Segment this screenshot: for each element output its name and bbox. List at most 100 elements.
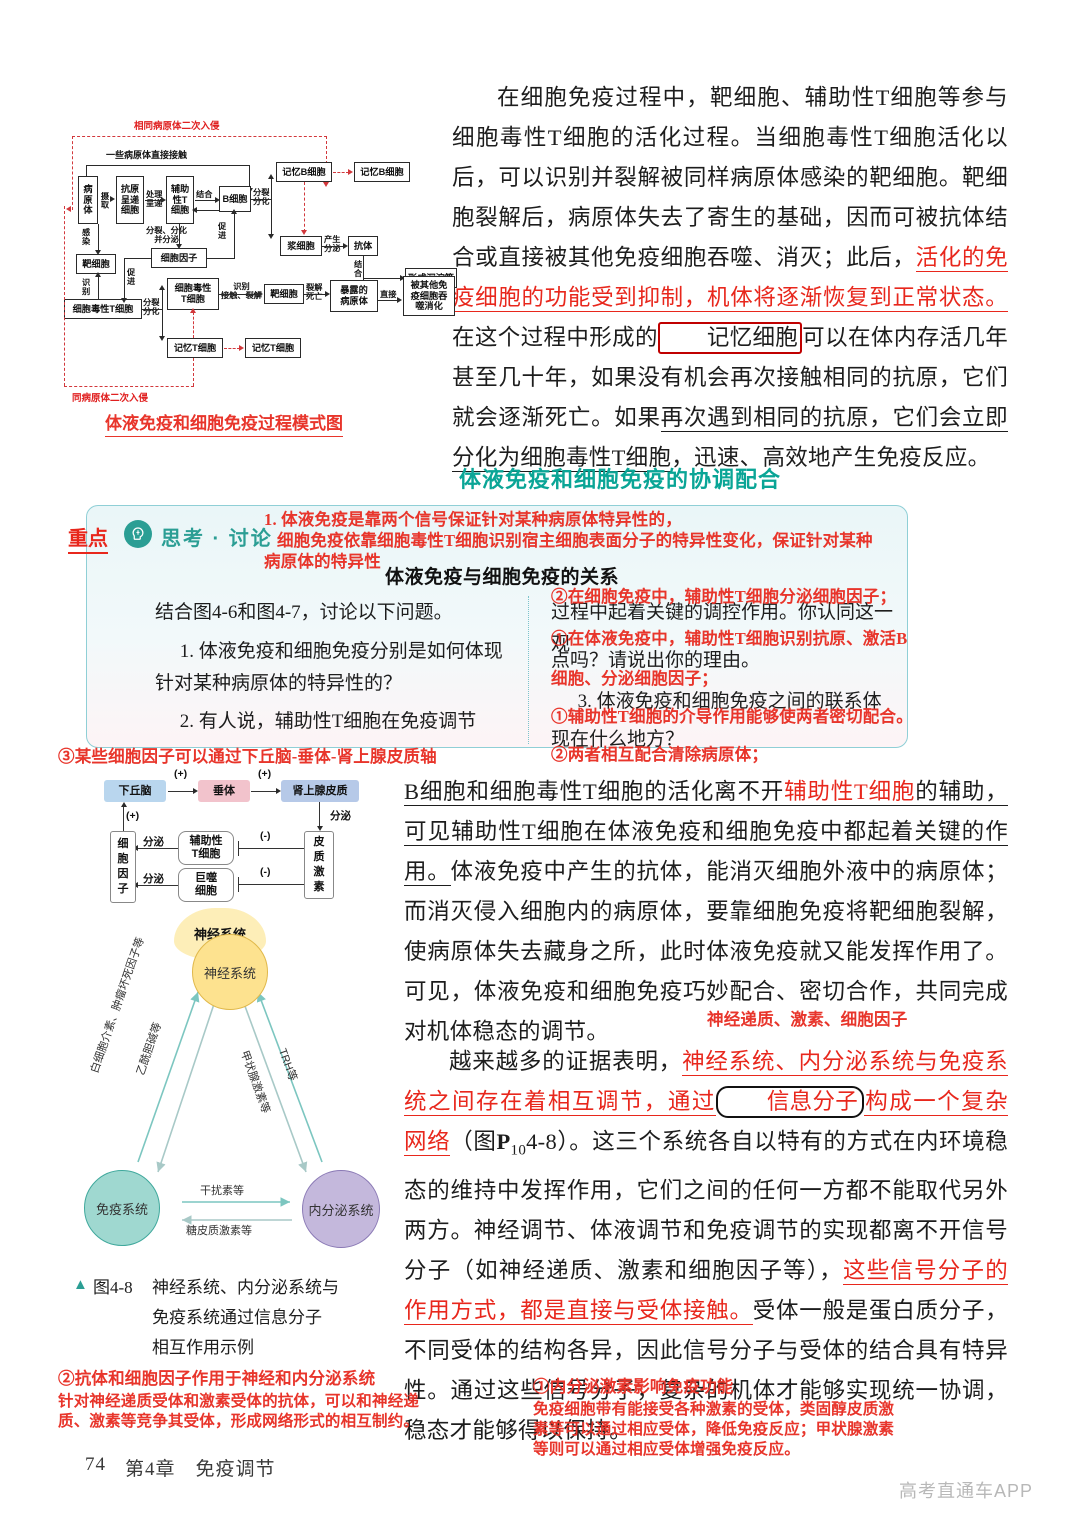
annotation-bottom-right-title: ①内分泌激素影响免疫功能: [533, 1377, 734, 1396]
flowbox-memory-t2: 记忆T细胞: [245, 338, 301, 358]
mid-red-helper-t: 辅助性T细胞: [784, 779, 916, 806]
intro-paragraph: 在细胞免疫过程中，靶细胞、辅助性T细胞等参与细胞毒性T细胞的活化过程。当细胞毒性…: [452, 78, 1008, 478]
figure-ref-p: P: [496, 1129, 511, 1154]
lightbulb-head-icon: [124, 520, 152, 548]
edge-label-lyse-death: 裂解 死亡: [306, 283, 323, 301]
figure-caption-marker: ▲: [73, 1277, 88, 1293]
hpa-label-secrete-3: 分泌: [143, 873, 164, 885]
discussion-intro: 结合图4-6和图4-7，讨论以下问题。: [155, 602, 453, 623]
discussion-title: 体液免疫与细胞免疫的关系: [385, 567, 620, 588]
section-heading: 体液免疫和细胞免疫的协调配合: [459, 467, 782, 492]
hpa-node-macrophage: 巨噬 细胞: [178, 868, 234, 902]
edge-label-divide-secrete: 分裂、分化 并分泌: [146, 226, 187, 244]
annotation-q2-a: ②在细胞免疫中，辅助性T细胞分泌细胞因子；: [551, 587, 897, 606]
page-number: 74: [85, 1454, 106, 1475]
hpa-label-plus-2: (+): [258, 768, 272, 780]
hpa-axis-diagram: 下丘脑 (+) 垂体 (+) 肾上腺皮质 分泌 皮 质 激 素 (-) (-) …: [90, 768, 390, 968]
last-red-underline-2: 构成一个复杂网络: [404, 1089, 1008, 1156]
annotation-bottom-left-body: 针对神经递质受体和激素受体的抗体，可以和神经递 质、激素等竞争其受体，形成网络形…: [58, 1393, 420, 1430]
last-text-part2: （图: [450, 1129, 497, 1154]
hpa-node-pituitary: 垂体: [198, 780, 250, 802]
underline-text-1: 再次遇到相同的抗原，它们会立即分化为细胞毒性T细胞: [452, 405, 1008, 472]
figure-ref-10: 10: [510, 1142, 527, 1159]
flowbox-memory-t: 记忆T细胞: [167, 338, 223, 358]
discussion-question-3a: 3. 体液免疫和细胞免疫之间的联系体: [577, 691, 882, 712]
mid-paragraph: B细胞和细胞毒性T细胞的活化离不开辅助性T细胞的辅助，可见辅助性T细胞在体液免疫…: [404, 772, 1008, 1052]
annotation-signal-molecules: 神经递质、激素、细胞因子: [707, 1010, 908, 1029]
intro-text-part1: 在细胞免疫过程中，靶细胞、辅助性T细胞等参与细胞毒性T细胞的活化过程。当细胞毒性…: [452, 85, 1008, 270]
annotation-q3-b: ②两者相互配合清除病原体；: [551, 745, 769, 764]
discussion-question-2c: 点吗？请说出你的理由。: [551, 650, 761, 671]
hpa-node-hypothalamus: 下丘脑: [104, 780, 166, 802]
annotation-q3-a: ①辅助性T细胞的介导作用能够使两者密切配合。: [551, 707, 913, 726]
triangle-edge-label-interferon: 干扰素等: [200, 1185, 244, 1197]
last-text-part1: 越来越多的证据表明，: [449, 1049, 683, 1074]
hpa-label-plus-3: (+): [126, 810, 140, 822]
chapter-label: 第4章 免疫调节: [125, 1459, 276, 1480]
hpa-node-cortical-hormone: 皮 质 激 素: [304, 831, 334, 899]
intro-text-part3: 可以在体内存活几年甚至几十年，如果没有机会再次接触相同的抗原，它们就会逐渐死亡。…: [452, 325, 1009, 430]
intro-text-part4: ，迅速、高效地产生免疫反应。: [671, 445, 991, 470]
figure-caption-line3: 相互作用示例: [152, 1338, 254, 1357]
flowchart-top-red-label: 相同病原体二次入侵: [134, 121, 220, 132]
immunity-flowchart: 相同病原体二次入侵 一些病原体直接接触 病 原 体 摄取 抗原 呈递 细胞 处理…: [58, 118, 458, 408]
app-watermark: 高考直通车APP: [899, 1481, 1034, 1501]
flowbox-antibody: 抗体: [348, 236, 378, 256]
annotation-q1: 1. 体液免疫是靠两个信号保证针对某种病原体特异性的， 细胞免疫依靠细胞毒性T细…: [264, 510, 873, 571]
hpa-label-plus-1: (+): [174, 768, 188, 780]
highlight-red-underline-1: 活化的免疫细胞的功能受到抑制，机体将逐渐恢复到正常状态。: [452, 245, 1008, 312]
flowbox-plasma: 浆细胞: [280, 236, 322, 256]
flowbox-helper-t: 辅助 性T 细胞: [166, 176, 194, 224]
annotation-hpa-axis: ③某些细胞因子可以通过下丘脑-垂体-肾上腺皮质轴: [58, 747, 437, 766]
edge-label-bind: 结合: [196, 190, 213, 199]
flowchart-caption: 体液免疫和细胞免疫过程模式图: [105, 409, 343, 437]
annotation-q2-b: ①在体液免疫中，辅助性T细胞识别抗原、激活B: [551, 629, 908, 648]
edge-label-promote-b: 促 进: [218, 222, 227, 240]
flowbox-b-cell: B细胞: [219, 186, 251, 212]
last-red-underline-1: 神经系统、内分泌系统与免疫系统之间存在着相互调节，通过: [404, 1049, 1008, 1116]
discussion-question-1: 1. 体液免疫和细胞免疫分别是如何体现针对某种病原体的特异性的？: [155, 641, 503, 694]
last-red-underline-3: 这些信号分子的作用方式，都是直接与受体接触。: [404, 1257, 1009, 1325]
hpa-node-adrenal-cortex: 肾上腺皮质: [281, 780, 359, 802]
flowbox-ctl-naive: 细胞毒性T细胞: [64, 299, 142, 319]
edge-label-promote-ctl: 促 进: [127, 268, 136, 286]
hpa-label-minus-1: (-): [260, 830, 271, 842]
edge-label-infect: 感 染: [82, 228, 91, 246]
figure-4-8-triangle-diagram: 神经系统 免疫系统 内分泌系统 白细胞介素、肿瘤坏死因子等 乙酰胆碱等 甲状腺激…: [70, 920, 400, 1270]
triangle-node-nervous-system: 神经系统: [192, 934, 268, 1010]
discussion-box: [86, 505, 908, 748]
key-point-label: 重点: [68, 522, 108, 554]
hpa-label-secrete-2: 分泌: [143, 836, 164, 848]
hpa-label-minus-2: (-): [260, 866, 271, 878]
boxed-term-signal-molecule: 信息分子: [715, 1086, 865, 1118]
discussion-column-divider: [528, 596, 529, 744]
triangle-node-endocrine-system: 内分泌系统: [302, 1170, 380, 1248]
hpa-node-cytokine: 细 胞 因 子: [110, 831, 136, 903]
triangle-edge-label-glucocorticoid: 糖皮质激素等: [186, 1225, 252, 1237]
figure-caption-line1: 神经系统、内分泌系统与: [152, 1278, 339, 1297]
last-text-part4: 受体一般是蛋白质分子，不同受体的结构各异，因此信号分子与受体的结合具有特异性。通…: [404, 1297, 1008, 1443]
annotation-bottom-right-body: 免疫细胞带有能接受各种激素的受体，类固醇皮质激 素等可以通过相应受体，降低免疫反…: [533, 1401, 895, 1458]
annotation-bottom-left-title: ②抗体和细胞因子作用于神经和内分泌系统: [58, 1369, 376, 1388]
edge-label-direct: 直接: [380, 290, 397, 299]
mid-rest-text: 体液免疫中产生的抗体，能消灭细胞外液中的病原体；而消灭侵入细胞内的病原体，要靠细…: [404, 859, 1008, 1044]
edge-label-uptake: 摄取: [100, 192, 109, 209]
flowbox-apc: 抗原 呈递 细胞: [116, 176, 144, 224]
flowbox-memory-b2: 记忆B细胞: [354, 162, 410, 182]
edge-label-divide-diff: 分裂 分化: [253, 188, 270, 206]
hpa-node-helper-t: 辅助性 T细胞: [178, 831, 234, 865]
edge-label-recognize: 识 别: [82, 278, 91, 296]
intro-text-part2: 在这个过程中形成的: [452, 325, 658, 350]
edge-label-divide-diff-2: 分裂 分化: [143, 298, 160, 316]
hpa-label-secrete-1: 分泌: [330, 810, 351, 822]
mid-underline-part1: B细胞和细胞毒性T细胞的活化离不开: [404, 779, 785, 806]
boxed-term-memory-cell: 记忆细胞: [657, 322, 803, 354]
edge-label-secrete: 产生 分泌: [324, 235, 341, 253]
discussion-brand: 思考 · 讨论: [161, 528, 273, 550]
figure-caption-line2: 免疫系统通过信息分子: [152, 1308, 322, 1327]
flowchart-direct-contact-label: 一些病原体直接接触: [106, 150, 188, 160]
flowbox-cytokine: 细胞因子: [151, 248, 207, 268]
last-text-part3: 4-8）。这三个系统各自以特有的方式在内环境稳态的维持中发挥作用，它们之间的任何…: [404, 1129, 1008, 1283]
discussion-question-3b: 现在什么地方？: [551, 729, 685, 750]
flowbox-phagocytosed: 被其他免 疫细胞吞 噬消化: [403, 276, 455, 316]
